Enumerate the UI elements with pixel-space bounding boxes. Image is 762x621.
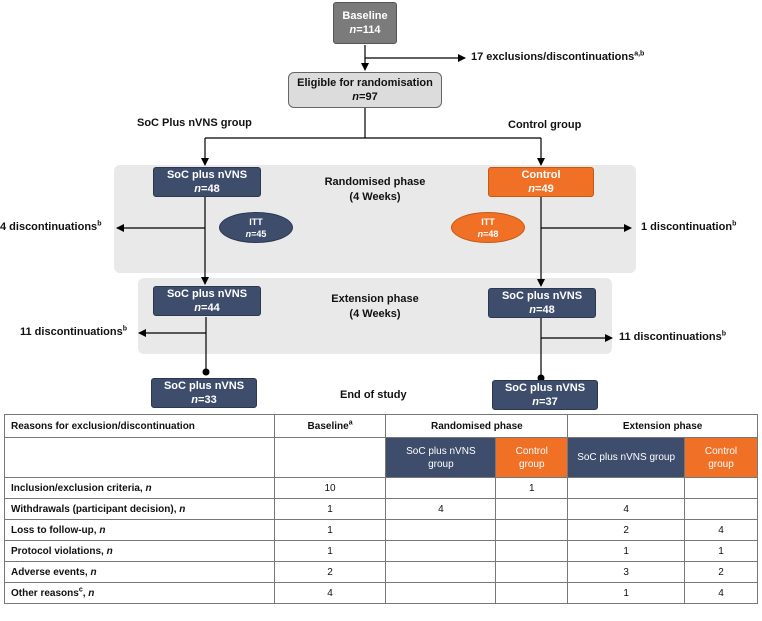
cell-rand-control [495, 561, 569, 583]
cell-ext-soc: 1 [567, 582, 686, 604]
subheader-ext-soc: SoC plus nVNS group [567, 437, 686, 478]
cell-ext-soc: 3 [567, 561, 686, 583]
cell-baseline: 1 [273, 540, 387, 562]
cell-rand-soc [385, 561, 497, 583]
rand-control-box: Control n=49 [488, 167, 594, 197]
row-label: Inclusion/exclusion criteria, n [4, 477, 275, 499]
cell-rand-soc [385, 540, 497, 562]
extension-phase-title: Extension phase (4 Weeks) [331, 293, 419, 320]
flow-connectors [116, 45, 632, 382]
header-randomised: Randomised phase [385, 414, 569, 438]
row-label: Withdrawals (participant decision), n [4, 498, 275, 520]
cell-rand-control [495, 540, 569, 562]
row-label: Adverse events, n [4, 561, 275, 583]
discontinuation-table: Reasons for exclusion/discontinuation Ba… [4, 414, 758, 604]
eligible-n: n=97 [352, 91, 378, 103]
end-of-study-label: End of study [340, 389, 407, 401]
ext-left-box: SoC plus nVNS n=44 [153, 286, 261, 316]
cell-ext-soc [567, 477, 686, 499]
subheader-empty [4, 437, 275, 478]
cell-rand-control [495, 582, 569, 604]
ext-left-discontinuations: 11 discontinuationsb [20, 325, 127, 338]
cell-rand-control [495, 498, 569, 520]
cell-rand-soc: 4 [385, 498, 497, 520]
cell-ext-control: 1 [684, 540, 758, 562]
cell-ext-soc: 1 [567, 540, 686, 562]
cell-ext-control [684, 498, 758, 520]
subheader-rand-control: Control group [495, 437, 569, 478]
table-header-row: Reasons for exclusion/discontinuation Ba… [4, 414, 758, 438]
subheader-empty-baseline [273, 437, 387, 478]
cell-rand-control: 1 [495, 477, 569, 499]
exclusions-label: 17 exclusions/discontinuationsa,b [471, 50, 645, 63]
eligible-title: Eligible for randomisation [297, 77, 433, 89]
header-baseline: Baselinea [273, 414, 387, 438]
baseline-box: Baseline n=114 [333, 2, 397, 44]
right-group-label: Control group [508, 119, 582, 131]
ext-right-discontinuations: 11 discontinuationsb [619, 330, 726, 343]
cell-ext-control: 4 [684, 582, 758, 604]
cell-ext-control [684, 477, 758, 499]
rand-soc-box: SoC plus nVNS n=48 [153, 167, 261, 197]
cell-ext-control: 2 [684, 561, 758, 583]
baseline-title: Baseline [342, 10, 388, 22]
cell-baseline: 2 [273, 561, 387, 583]
table-subheader-row: SoC plus nVNS group Control group SoC pl… [4, 437, 758, 478]
end-right-box: SoC plus nVNS n=37 [492, 380, 598, 410]
randomised-phase-title: Randomised phase (4 Weeks) [324, 176, 426, 203]
row-label: Loss to follow-up, n [4, 519, 275, 541]
eligible-box: Eligible for randomisation n=97 [288, 72, 442, 108]
rand-left-discontinuations: 4 discontinuationsb [0, 220, 102, 233]
subheader-ext-control: Control group [684, 437, 758, 478]
cell-ext-soc: 4 [567, 498, 686, 520]
ext-right-box: SoC plus nVNS n=48 [488, 288, 596, 318]
cell-rand-soc [385, 519, 497, 541]
cell-rand-control [495, 519, 569, 541]
endpoint-dot-left [202, 368, 210, 376]
cell-baseline: 1 [273, 498, 387, 520]
baseline-n: n=114 [349, 24, 381, 36]
cell-rand-soc [385, 477, 497, 499]
itt-left-ellipse: ITT n=45 [219, 212, 293, 243]
cell-baseline: 1 [273, 519, 387, 541]
cell-rand-soc [385, 582, 497, 604]
endpoint-dot-right [537, 374, 545, 382]
left-group-label: SoC Plus nVNS group [137, 117, 252, 129]
rand-right-discontinuations: 1 discontinuationb [641, 220, 737, 233]
cell-baseline: 10 [273, 477, 387, 499]
row-label: Other reasonsc, n [4, 582, 275, 604]
header-extension: Extension phase [567, 414, 758, 438]
cell-ext-control: 4 [684, 519, 758, 541]
subheader-rand-soc: SoC plus nVNS group [385, 437, 497, 478]
cell-baseline: 4 [273, 582, 387, 604]
header-reasons: Reasons for exclusion/discontinuation [4, 414, 275, 438]
row-label: Protocol violations, n [4, 540, 275, 562]
itt-right-ellipse: ITT n=48 [451, 212, 525, 243]
end-left-box: SoC plus nVNS n=33 [151, 378, 257, 408]
cell-ext-soc: 2 [567, 519, 686, 541]
